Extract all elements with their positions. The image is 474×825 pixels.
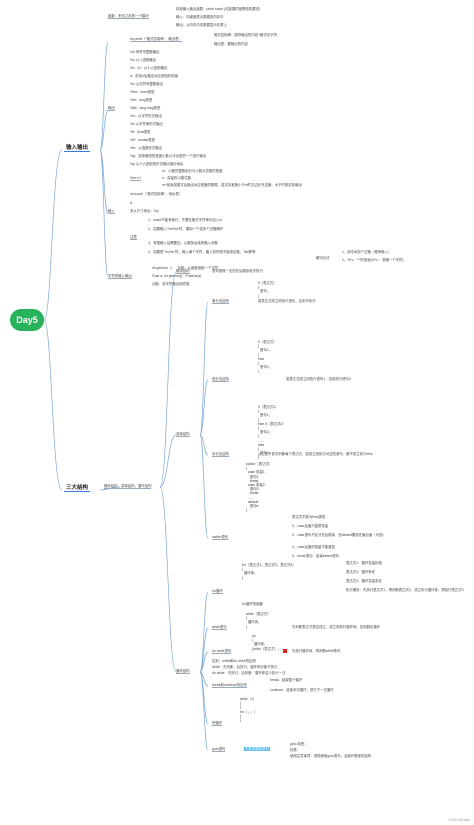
char-2: Char a: int getchar()：Putchar(a) [152, 274, 202, 278]
goto-1: goto 标签； [290, 742, 308, 746]
io-intro-3: 输出：从内存中将数据显示在屏上 [176, 23, 227, 27]
printf-list: 输出表：要输出的内容 [214, 42, 248, 46]
double-code: if（表达式） { 语句1； } else { 语句2； } [258, 340, 277, 374]
fmt-9: %c：以字符形式输出 [130, 114, 162, 118]
while-code: while（表达式） { 循环体； } [246, 612, 271, 629]
fmt-13: %e：以指数形式输出 [130, 146, 163, 150]
io-out-label: 输出 [108, 106, 115, 112]
control-intro: 顺序结构，选择结构，循环结构 [104, 484, 152, 490]
for-2: 表达式2：循环条件 [346, 570, 376, 574]
diff-1: 区别：while和do while的区别 [212, 659, 256, 663]
fmt-7: %ld：long类型 [130, 98, 153, 102]
branch-control[interactable]: 三大结构 [64, 485, 91, 492]
fmt-8: %lld：long long类型 [130, 106, 161, 110]
note-2: 2、如果输入"%d%d"时，要用一个或多个空格隔开 [148, 227, 224, 231]
in-2: 多从尺寸地址：%p [130, 209, 159, 213]
for-nest: for循环的嵌套 [242, 602, 263, 606]
for-code: for（表达式1；表达式2；表达式3） { 循环体； } [242, 563, 296, 580]
fmt-6: %hd：short类型 [130, 90, 155, 94]
goto-3: 使用注意事项：谨慎使用goto语句，会破坏程序的结构 [290, 754, 372, 758]
printf-label: int printf（"格式控制串"，输出表） [130, 37, 182, 43]
loop-label: 循环结构 [176, 669, 190, 675]
single-code: if（表达式） { 语句； } [258, 281, 277, 298]
while-desc: 先判断表达式是否成立，成立则执行循环体，否则跳出循环 [292, 625, 381, 629]
printf-fmt: 格式控制串：原样输出的内容+格式化字符 [214, 33, 278, 37]
fmt-10: %s 以字符串形式输出 [130, 122, 163, 126]
fmt-14: %g：选择最短的宽度小数以浮点型的一个进行输出 [130, 154, 207, 158]
multi-label: 多分支结构 [212, 452, 229, 458]
io-intro-2: 输入：向键盘表示数据的内存中 [176, 15, 224, 19]
root-node[interactable]: Day5 [10, 309, 44, 331]
fmt-11: %f：float类型 [130, 130, 151, 134]
char-3: 功能：将字符输出到终端 [152, 282, 190, 286]
switch-code: switch（表达式） { case 常量1: 语句1; break; case… [246, 462, 273, 513]
note-4: 4、如果是"%c%c"时，输入两个字符，输入的时候不能用空格，Tab等等 [148, 250, 256, 254]
for-1: 表达式1：循环变量初值 [346, 561, 382, 565]
fmt-15: %p 以十六进制的形式输出指针地址 [130, 162, 184, 166]
for-3: 表达式3：循环变量变化 [346, 579, 382, 583]
in-1: & [130, 201, 133, 205]
bc-2: continue：结束本次循环，进行下一次循环 [270, 688, 334, 692]
double-desc: 若表达式成立则执行语句1，否则执行语句2 [286, 377, 351, 381]
goto-highlight-text: 无条件跳转语句 [244, 747, 270, 751]
dowhile-code: do { 循环体； }while（表达式）； [252, 634, 282, 651]
multi-code: if（表达式1） { 语句1； } else if（表达式2） { 语句2； }… [258, 405, 286, 460]
diff-2: while：先判断，后执行，循环体可能不执行 [212, 665, 278, 669]
note-3: 3、有限输入后需要加，以避免后续的输入问题 [148, 241, 218, 245]
scanf-label: int scanf（"格式控制串"，地址表） [130, 192, 183, 196]
solve-label: 解决办法 [316, 256, 330, 260]
seq-label: 顺序结构 [176, 269, 190, 275]
goto-label: goto语句 [212, 747, 226, 753]
dowhile-label: do while语句 [212, 649, 232, 655]
sel-label: 选择结构 [176, 432, 190, 438]
io-in-label: 输入 [108, 209, 115, 215]
double-label: 双分支结构 [212, 377, 229, 383]
note-label: 注意 [130, 235, 137, 241]
switch-5: 5、break语句：结束switch语句 [292, 554, 339, 558]
for-label: for循环 [212, 589, 223, 595]
multi-desc: 从上往下依次判断每个表达式，若成立则执行对应的语句，都不成立执行else [258, 452, 373, 456]
seq-desc: 语句按照一定的先后顺序依次执行 [212, 269, 263, 273]
goto-2: 标签： [290, 748, 301, 752]
switch-1: 表达式不能为float类型 [292, 515, 326, 519]
while-label: while语句 [212, 625, 227, 631]
single-desc: 若表达式成立则执行语句，否则不执行 [258, 299, 316, 303]
single-label: 单分支结构 [212, 299, 229, 305]
switch-3: 3、case语句不区分先后顺序，但default要放在最后面（可选） [292, 533, 386, 537]
note-1: 1、scanf不能有换行，不要在格式字符串中加入\n [148, 218, 222, 222]
switch-label: switch语句 [212, 535, 229, 541]
mn-3: m+前面加数字后输出对应宽度的数据，若实际宽度小于m时左边补充空格，大于时按实际… [162, 183, 302, 187]
io-intro-1: 标准输入输出函数：printf scanf (可能要的被需结构要求) [176, 7, 261, 11]
fmt-2: %o 以八进制输出 [130, 58, 157, 62]
goto-highlight: 无条件跳转语句 [244, 747, 270, 751]
fmt-4: #：前加#后输出对应进制的前缀 [130, 74, 178, 78]
switch-2: 2、case后面只能是常量 [292, 524, 329, 528]
diff-3: do while：先执行，后判断，循环体至少执行一次 [212, 671, 286, 675]
dowhile-desc: 先执行循环体，再判断while条件 [292, 649, 341, 653]
fmt-3: %x（X）以十六进制输出 [130, 66, 168, 70]
solve-2: 2、%*c："*"的用途(%*c ：忽略一个字符) [342, 258, 404, 262]
bc-1: break：结束整个循环 [270, 678, 303, 682]
io-intro-label: 函数：来自之前的一个模块 [108, 14, 149, 20]
dead-code: while（1） { } for（；；） { } [240, 697, 258, 723]
mn-2: n：保留的小数位数 [162, 176, 192, 180]
highlight-marker [283, 649, 287, 653]
bc-label: break和continue的区别 [212, 683, 247, 689]
solve-1: 1、用中间加个空格（推荐输入） [342, 250, 392, 254]
fmt-5: %u 以无符号整数输出 [130, 82, 163, 86]
dead-label: 死循环 [212, 721, 223, 727]
for-4: 执行顺序：先执行表达式1，再判断表达式2，成立执行循环体，再执行表达式3 [346, 588, 464, 592]
mn-1: m：小数的整数部分与小数点总数的宽度 [162, 169, 223, 173]
char-1: int getchar（） 功能：从键盘读取一个字符 [152, 266, 219, 270]
switch-4: 4、case后面的常量不能重复 [292, 545, 335, 549]
fmt-12: %lf：double类型 [130, 138, 156, 142]
fmt-1: %d 有符号整数输出 [130, 50, 160, 54]
branch-io[interactable]: 输入输出 [64, 145, 91, 152]
mn-label: %m.n f [130, 176, 141, 182]
watermark: CSDN @Day5 [448, 818, 470, 822]
char-label: 字符的输入输出 [108, 274, 132, 280]
